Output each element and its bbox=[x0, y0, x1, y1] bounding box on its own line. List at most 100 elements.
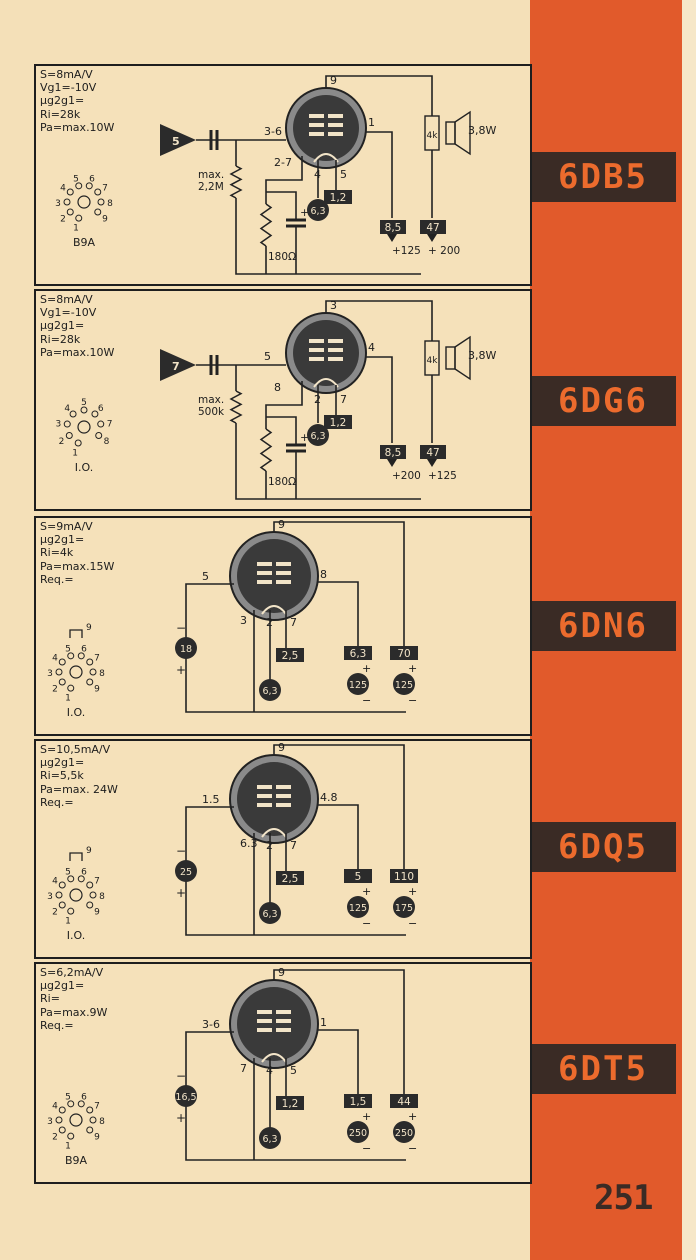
tube-type-tag: 6DB5 bbox=[530, 152, 676, 202]
spec-list: S=10,5mA/V µg2g1= Ri=5,5k Pa=max. 24W Re… bbox=[40, 743, 118, 809]
socket-pin bbox=[63, 198, 71, 206]
tube-panel-6dg6: S=8mA/V Vg1=-10V µg2g1= Ri=28k Pa=max.10… bbox=[34, 289, 532, 511]
socket-pin-number: 3 bbox=[47, 892, 53, 902]
screen-voltage-circle bbox=[347, 1121, 369, 1143]
socket-base-label: I.O. bbox=[67, 706, 85, 719]
stage-number: 5 bbox=[172, 135, 180, 148]
socket-pin bbox=[94, 208, 102, 216]
stage-amplifier-icon bbox=[160, 124, 196, 156]
socket-pin-number: 4 bbox=[52, 877, 58, 887]
screen-pin: 4.8 bbox=[320, 791, 338, 804]
socket-pin-number: 2 bbox=[52, 684, 58, 694]
socket-pin bbox=[97, 198, 105, 206]
speaker-cone bbox=[454, 335, 471, 381]
tube-type-tag: 6DN6 bbox=[530, 601, 676, 651]
electrode-bar bbox=[276, 803, 291, 807]
speaker-power: 3,8W bbox=[468, 349, 496, 362]
electrode-bar bbox=[257, 580, 272, 584]
electrode-bar bbox=[309, 114, 324, 118]
electrode-bar bbox=[328, 339, 343, 343]
speaker-icon bbox=[445, 121, 456, 145]
wire bbox=[325, 75, 433, 118]
socket-pin-number: 1 bbox=[65, 1142, 71, 1152]
spec-line: S=6,2mA/V bbox=[40, 966, 104, 979]
grid-bias: 16,5 bbox=[175, 1092, 196, 1103]
spec-list: S=8mA/V Vg1=-10V µg2g1= Ri=28k Pa=max.10… bbox=[40, 293, 114, 359]
socket-pin-number: 4 bbox=[60, 184, 66, 194]
electrode-bar bbox=[328, 114, 343, 118]
heater-voltage-circle bbox=[259, 902, 281, 924]
cathode-pin: 8 bbox=[274, 381, 281, 394]
electrode-bar bbox=[276, 1010, 291, 1014]
socket-pin bbox=[58, 678, 66, 686]
wire bbox=[366, 131, 393, 218]
socket-pin-number: 3 bbox=[47, 1117, 53, 1127]
heater-current-box bbox=[276, 871, 304, 885]
tube-core bbox=[293, 95, 359, 161]
cathode-pin: 7 bbox=[240, 1062, 247, 1075]
heater-current: 1,2 bbox=[330, 417, 347, 429]
socket-pin bbox=[58, 1106, 66, 1114]
socket-pin-number: 5 bbox=[73, 174, 79, 184]
electrode-bar bbox=[257, 1010, 272, 1014]
grid-pin: 3-6 bbox=[264, 125, 282, 138]
socket-pin bbox=[67, 1100, 75, 1108]
spec-line: Ri=28k bbox=[40, 332, 81, 346]
socket-pin bbox=[86, 881, 94, 889]
speaker-icon bbox=[445, 346, 456, 370]
socket-key bbox=[77, 420, 91, 434]
polarity: − bbox=[408, 917, 417, 930]
anode-pin: 9 bbox=[278, 966, 285, 979]
socket-pin-number: 6 bbox=[98, 404, 104, 414]
polarity: − bbox=[362, 917, 371, 930]
socket-pin bbox=[77, 652, 85, 660]
socket-key bbox=[69, 888, 83, 902]
heater-voltage: 6,3 bbox=[310, 206, 325, 217]
grid-pin: 5 bbox=[264, 350, 271, 363]
grid-bias-circle bbox=[175, 1085, 197, 1107]
heater-voltage-circle bbox=[307, 424, 329, 446]
anode-voltage-circle bbox=[393, 896, 415, 918]
electrode-bar bbox=[276, 794, 291, 798]
socket-pin bbox=[86, 901, 94, 909]
socket-pin-number: 3 bbox=[56, 419, 62, 429]
polarity: + bbox=[176, 1111, 186, 1125]
screen-current-box bbox=[344, 869, 372, 883]
heater-icon bbox=[313, 153, 339, 163]
polarity: − bbox=[408, 694, 417, 707]
socket-pin-number: 3 bbox=[55, 199, 61, 209]
heater-icon bbox=[261, 828, 287, 838]
heater-current-box bbox=[324, 415, 352, 429]
heater-pin: 7 bbox=[340, 393, 347, 406]
top-cap-icon bbox=[69, 852, 83, 861]
tube-panel-6dq5: S=10,5mA/V µg2g1= Ri=5,5k Pa=max. 24W Re… bbox=[34, 739, 532, 959]
socket-pin bbox=[97, 420, 105, 428]
socket-pin-number: 6 bbox=[81, 1092, 87, 1102]
cathode-resistor-value: 180Ω bbox=[268, 476, 296, 488]
socket-pin bbox=[75, 214, 83, 222]
heater-current: 1,2 bbox=[330, 192, 347, 204]
socket-pin bbox=[89, 1116, 97, 1124]
electrode-bar bbox=[257, 1019, 272, 1023]
socket-pin-number: 4 bbox=[64, 404, 70, 414]
socket-pin-number: 8 bbox=[99, 669, 105, 679]
heater-voltage: 6,3 bbox=[310, 431, 325, 442]
socket-pin bbox=[58, 901, 66, 909]
spec-line: Ri=4k bbox=[40, 546, 74, 560]
spec-list: S=6,2mA/V µg2g1= Ri= Pa=max.9W Req.= bbox=[40, 966, 107, 1032]
tube-type-tag: 6DT5 bbox=[530, 1044, 676, 1094]
electrode-bar bbox=[276, 571, 291, 575]
socket-pin bbox=[89, 891, 97, 899]
socket-pin bbox=[67, 875, 75, 883]
socket-pin-number: 7 bbox=[94, 877, 100, 887]
spec-line: Vg1=-10V bbox=[40, 306, 97, 320]
polarity: + bbox=[362, 885, 371, 898]
screen-current-box bbox=[344, 646, 372, 660]
socket-pin-number: 8 bbox=[99, 892, 105, 902]
polarity: + bbox=[362, 662, 371, 675]
